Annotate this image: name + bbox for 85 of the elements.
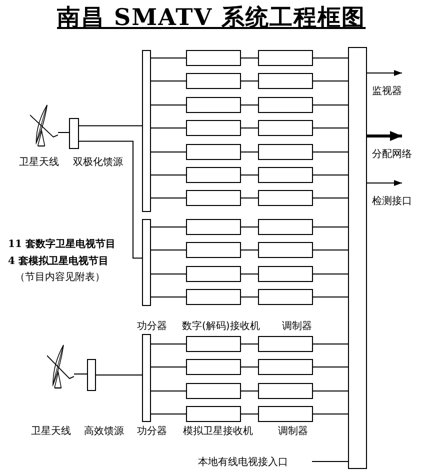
text-label: 监视器 bbox=[372, 74, 416, 98]
component-label: 模拟卫星接收机 bbox=[183, 426, 253, 438]
connector-line bbox=[240, 366, 258, 368]
connector-line bbox=[312, 174, 348, 176]
connector-line bbox=[312, 226, 348, 228]
splitter-bar bbox=[142, 334, 151, 422]
feed-box bbox=[87, 359, 96, 391]
connector-line bbox=[312, 366, 348, 368]
satellite-dish-drawing bbox=[47, 343, 74, 389]
splitter-bar bbox=[348, 47, 367, 469]
device-box bbox=[258, 167, 313, 183]
device-box bbox=[186, 266, 241, 282]
connector-line bbox=[312, 104, 348, 106]
component-label: 卫星天线 bbox=[31, 426, 71, 438]
connector-line bbox=[312, 461, 348, 462]
connector-line bbox=[240, 104, 258, 106]
device-box bbox=[258, 266, 313, 282]
satellite-dish-drawing bbox=[30, 103, 58, 147]
connector-line bbox=[150, 296, 186, 298]
device-box bbox=[186, 73, 241, 89]
device-box bbox=[186, 406, 241, 422]
connector-line bbox=[58, 132, 70, 133]
text-label: 本地有线电视接入口 bbox=[198, 454, 312, 469]
component-label: 数字(解码)接收机 bbox=[182, 321, 260, 333]
connector-line bbox=[240, 80, 258, 82]
device-box bbox=[258, 383, 313, 399]
device-box bbox=[258, 219, 313, 235]
node-caption: 卫星天线 bbox=[19, 157, 59, 169]
device-box bbox=[186, 336, 241, 352]
device-box bbox=[258, 120, 313, 136]
connector-line bbox=[78, 140, 142, 259]
device-box bbox=[258, 242, 313, 258]
device-box bbox=[186, 289, 241, 305]
device-box bbox=[258, 190, 313, 206]
connector-line bbox=[240, 174, 258, 176]
connector-line bbox=[150, 80, 186, 82]
note: （节目内容见附表） bbox=[15, 272, 105, 284]
device-box bbox=[186, 219, 241, 235]
device-box bbox=[186, 242, 241, 258]
device-box bbox=[258, 359, 313, 375]
device-box bbox=[258, 144, 313, 160]
device-box bbox=[258, 50, 313, 66]
device-box bbox=[258, 336, 313, 352]
connector-line bbox=[150, 366, 186, 368]
splitter-bar bbox=[142, 219, 151, 306]
component-label: 调制器 bbox=[282, 321, 312, 333]
connector-line bbox=[78, 125, 142, 126]
feed-box bbox=[69, 118, 79, 149]
connector-line bbox=[240, 296, 258, 298]
component-label: 功分器 bbox=[137, 321, 167, 333]
title: 南昌 SMATV 系统工程框图 bbox=[57, 4, 366, 32]
connector-line bbox=[312, 80, 348, 82]
device-box bbox=[186, 359, 241, 375]
connector-line bbox=[150, 104, 186, 106]
text-label: 分配网络 bbox=[372, 137, 424, 161]
arrow bbox=[366, 70, 402, 76]
component-label: 高效馈源 bbox=[84, 426, 124, 438]
text-label: 检测接口 bbox=[372, 184, 424, 208]
connector-line bbox=[312, 390, 348, 392]
arrow bbox=[367, 131, 402, 141]
splitter-bar bbox=[142, 50, 151, 212]
device-box bbox=[186, 50, 241, 66]
connector-line bbox=[312, 296, 348, 298]
arrow bbox=[366, 180, 402, 186]
connector-line bbox=[240, 390, 258, 392]
device-box bbox=[186, 190, 241, 206]
connector-line bbox=[150, 226, 186, 228]
program-note: 11 套数字卫星电视节目 bbox=[8, 239, 116, 251]
node-caption: 双极化馈源 bbox=[73, 157, 123, 169]
device-box bbox=[258, 97, 313, 113]
connector-line bbox=[96, 374, 142, 376]
device-box bbox=[186, 120, 241, 136]
device-box bbox=[186, 144, 241, 160]
device-box bbox=[258, 289, 313, 305]
component-label: 调制器 bbox=[278, 426, 308, 438]
connector-line bbox=[240, 226, 258, 228]
device-box bbox=[186, 383, 241, 399]
component-label: 功分器 bbox=[137, 426, 167, 438]
connector-line bbox=[150, 390, 186, 392]
program-note: 4 套模拟卫星电视节目 bbox=[8, 256, 108, 268]
device-box bbox=[186, 97, 241, 113]
device-box bbox=[186, 167, 241, 183]
connector-line bbox=[150, 174, 186, 176]
device-box bbox=[258, 406, 313, 422]
device-box bbox=[258, 73, 313, 89]
